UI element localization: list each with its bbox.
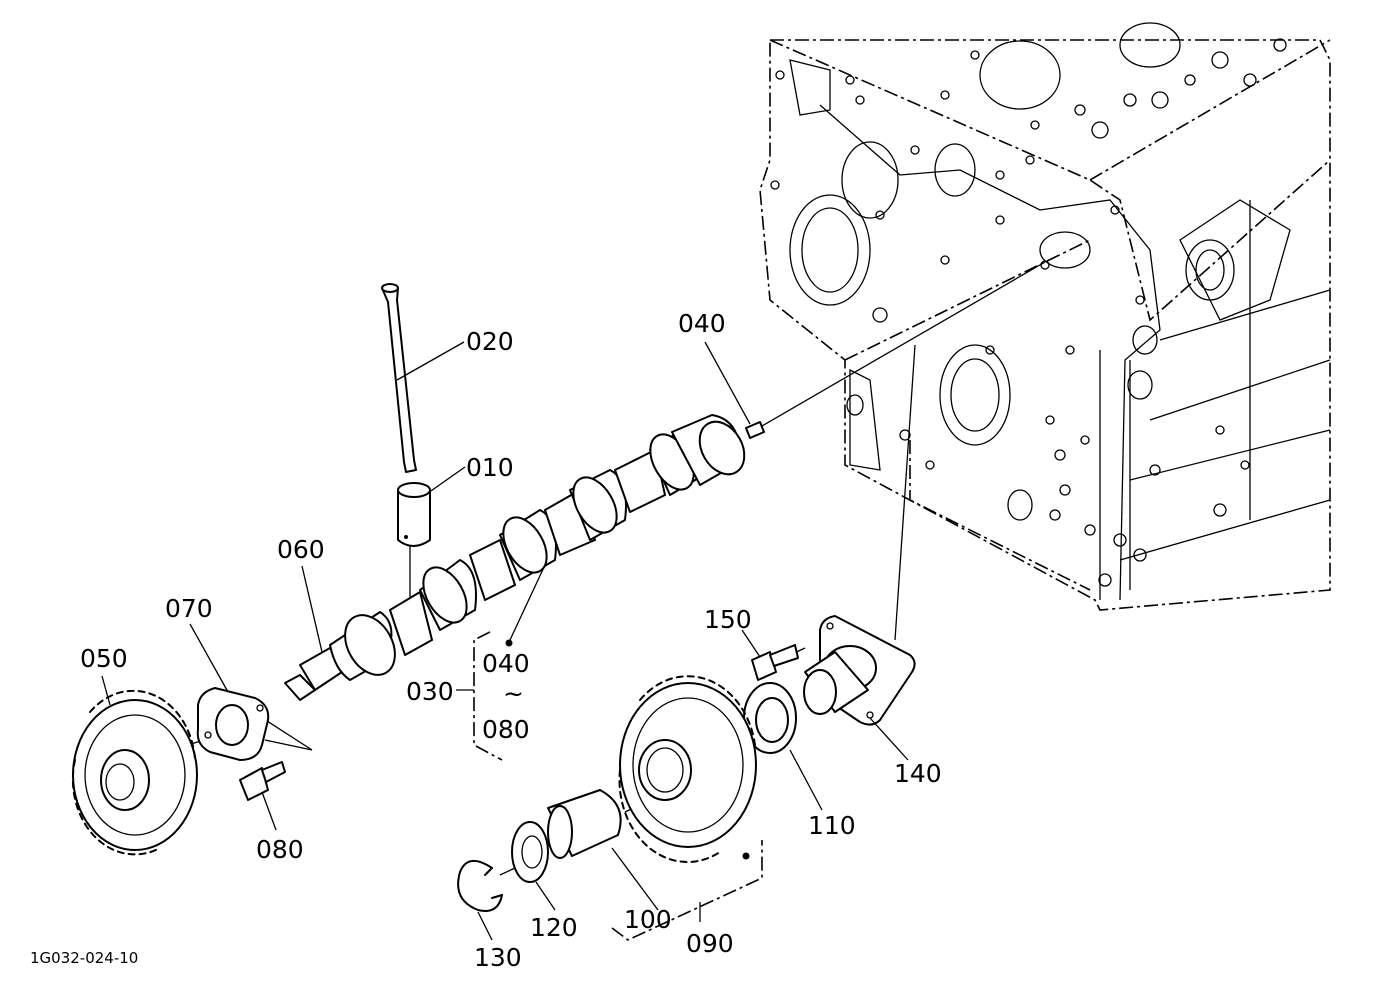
camshaft-gear: [71, 689, 198, 856]
bushing: [547, 789, 622, 859]
tappet: [397, 482, 431, 547]
label-010: 010: [466, 453, 514, 482]
range-separator: ~: [503, 679, 524, 708]
label-040: 040: [678, 309, 726, 338]
camshaft: [284, 414, 765, 701]
label-070: 070: [165, 594, 213, 623]
idle-gear-shaft: [803, 615, 916, 726]
label-120: 120: [530, 913, 578, 942]
label-140: 140: [894, 759, 942, 788]
label-050: 050: [80, 644, 128, 673]
label-150: 150: [704, 605, 752, 634]
collar: [511, 821, 549, 883]
part-labels: 020 010 040 060 070 050 080 030 150 140 …: [30, 309, 942, 972]
engine-block: [759, 22, 1331, 611]
range-from-label: 040: [482, 649, 530, 678]
label-090: 090: [686, 929, 734, 958]
push-rod: [381, 283, 417, 473]
label-030: 030: [406, 677, 454, 706]
range-to-label: 080: [482, 715, 530, 744]
circlip: [457, 860, 503, 912]
idle-gear: [618, 675, 757, 863]
bolt-150: [751, 644, 799, 681]
thrust-washer-110: [743, 682, 797, 754]
label-060: 060: [277, 535, 325, 564]
label-020: 020: [466, 327, 514, 356]
label-100: 100: [624, 905, 672, 934]
label-110: 110: [808, 811, 856, 840]
thrust-plate: [196, 687, 270, 761]
group-brackets: [456, 631, 763, 941]
label-130: 130: [474, 943, 522, 972]
label-080: 080: [256, 835, 304, 864]
drawing-code: 1G032-024-10: [30, 949, 138, 967]
bolt-080: [239, 761, 286, 801]
label-leaders: [101, 341, 909, 941]
